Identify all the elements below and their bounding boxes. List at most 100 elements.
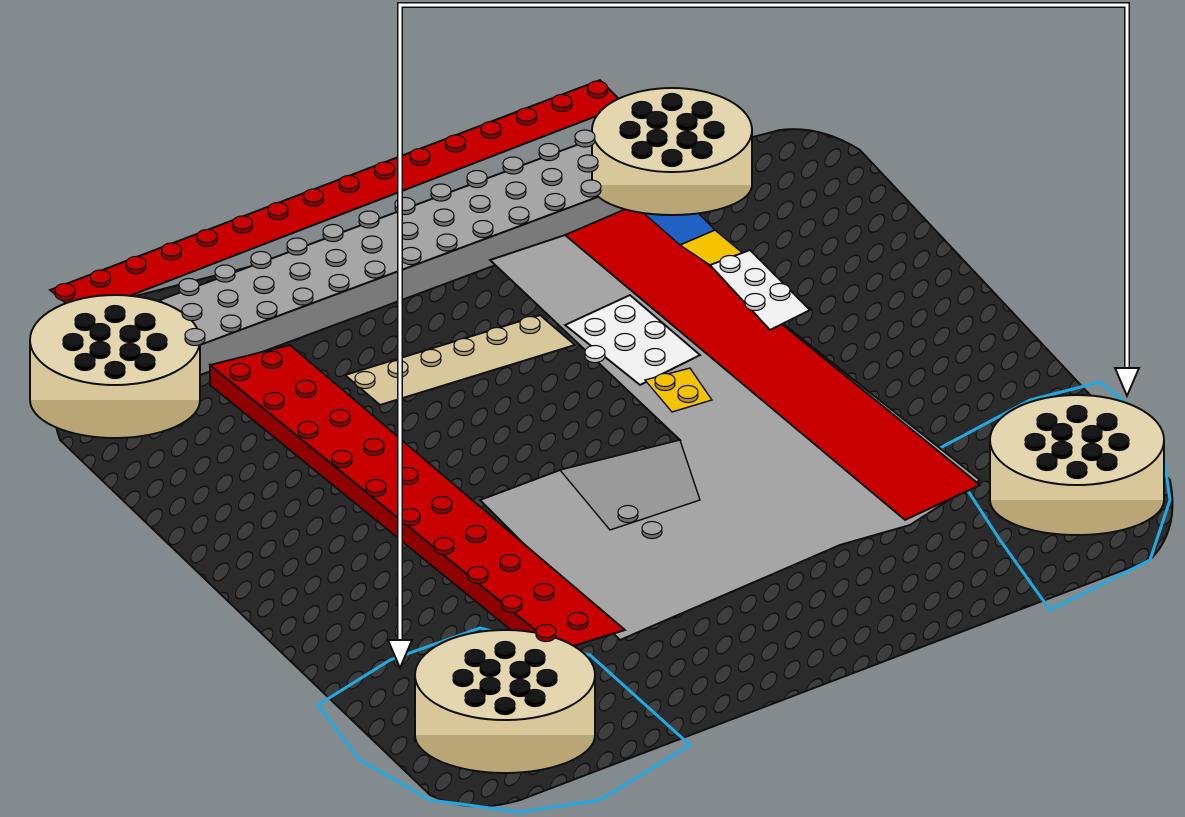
stud-round xyxy=(495,698,515,715)
stud-gray xyxy=(323,225,343,242)
stud-red xyxy=(466,526,486,543)
stud-red xyxy=(446,135,466,152)
stud-gray xyxy=(365,261,385,278)
stud-gray xyxy=(182,304,202,321)
stud-white xyxy=(745,269,765,286)
stud-gray xyxy=(401,248,421,265)
stud-gray xyxy=(362,236,382,253)
stud-gray xyxy=(326,250,346,267)
stud-red xyxy=(588,81,608,98)
stud-red xyxy=(330,410,350,427)
stud-round xyxy=(1052,442,1072,459)
stud-red xyxy=(197,230,217,247)
stud-red xyxy=(268,203,288,220)
stud-round xyxy=(677,132,697,149)
stud-round xyxy=(537,670,557,687)
stud-white xyxy=(585,319,605,336)
stud-gray xyxy=(254,277,274,294)
stud-gray xyxy=(251,252,271,269)
stud-gray xyxy=(185,329,205,346)
stud-red xyxy=(552,95,572,112)
arrow-head-right xyxy=(1115,368,1139,396)
stud-red xyxy=(536,625,556,642)
stud-white xyxy=(720,256,740,273)
stud-round xyxy=(647,112,667,129)
stud-round xyxy=(105,306,125,323)
stud-red xyxy=(534,584,554,601)
stud-gray xyxy=(437,234,457,251)
stud-gray xyxy=(467,171,487,188)
stud-red xyxy=(230,364,250,381)
stud-round xyxy=(147,334,167,351)
stud-gray xyxy=(473,221,493,238)
stud-yellow xyxy=(678,386,698,403)
stud-red xyxy=(304,189,324,206)
stud-tan xyxy=(421,350,441,367)
stud-gray xyxy=(503,157,523,174)
stud-white xyxy=(615,306,635,323)
stud-round xyxy=(1082,426,1102,443)
stud-gray xyxy=(179,279,199,296)
stud-red xyxy=(264,393,284,410)
stud-red xyxy=(366,480,386,497)
stud-round xyxy=(120,344,140,361)
stud-white xyxy=(645,349,665,366)
stud-red xyxy=(339,176,359,193)
stud-round xyxy=(1067,406,1087,423)
stud-white xyxy=(615,334,635,351)
stud-gray xyxy=(257,302,277,319)
stud-round xyxy=(510,680,530,697)
stud-gray xyxy=(218,290,238,307)
stud-gray xyxy=(215,265,235,282)
stud-red xyxy=(55,284,75,301)
stud-red xyxy=(126,257,146,274)
stud-red xyxy=(568,613,588,630)
stud-yellow xyxy=(655,374,675,391)
stud-gray xyxy=(434,209,454,226)
stud-red xyxy=(298,422,318,439)
stud-red xyxy=(517,108,537,125)
stud-gray xyxy=(575,130,595,147)
stud-gray xyxy=(581,180,601,197)
stud-white xyxy=(645,322,665,339)
stud-round xyxy=(647,130,667,147)
stud-round xyxy=(495,642,515,659)
stud-round xyxy=(63,334,83,351)
stud-white xyxy=(585,346,605,363)
stud-gray xyxy=(578,155,598,172)
stud-round xyxy=(453,670,473,687)
stud-gray xyxy=(545,194,565,211)
stud-red xyxy=(364,439,384,456)
stud-gray xyxy=(509,207,529,224)
stud-gray xyxy=(329,275,349,292)
stud-gray xyxy=(287,238,307,255)
stud-round xyxy=(510,662,530,679)
stud-gray xyxy=(293,288,313,305)
stud-white xyxy=(745,294,765,311)
stud-round xyxy=(120,326,140,343)
stud-round xyxy=(704,122,724,139)
stud-gray xyxy=(290,263,310,280)
stud-gray xyxy=(542,169,562,186)
stud-round xyxy=(677,114,697,131)
stud-round xyxy=(90,324,110,341)
stud-red xyxy=(468,567,488,584)
stud-round xyxy=(1052,424,1072,441)
stud-red xyxy=(432,497,452,514)
stud-tan xyxy=(454,339,474,356)
stud-red xyxy=(262,352,282,369)
stud-gray xyxy=(431,184,451,201)
stud-red xyxy=(500,555,520,572)
stud-red xyxy=(375,162,395,179)
stud-red xyxy=(162,243,182,260)
stud-red xyxy=(410,149,430,166)
stud-red xyxy=(332,451,352,468)
stud-red xyxy=(233,216,253,233)
stud-red xyxy=(481,122,501,139)
stud-tan xyxy=(487,328,507,345)
stud-gray xyxy=(618,506,638,523)
stud-red xyxy=(502,596,522,613)
stud-red xyxy=(434,538,454,555)
